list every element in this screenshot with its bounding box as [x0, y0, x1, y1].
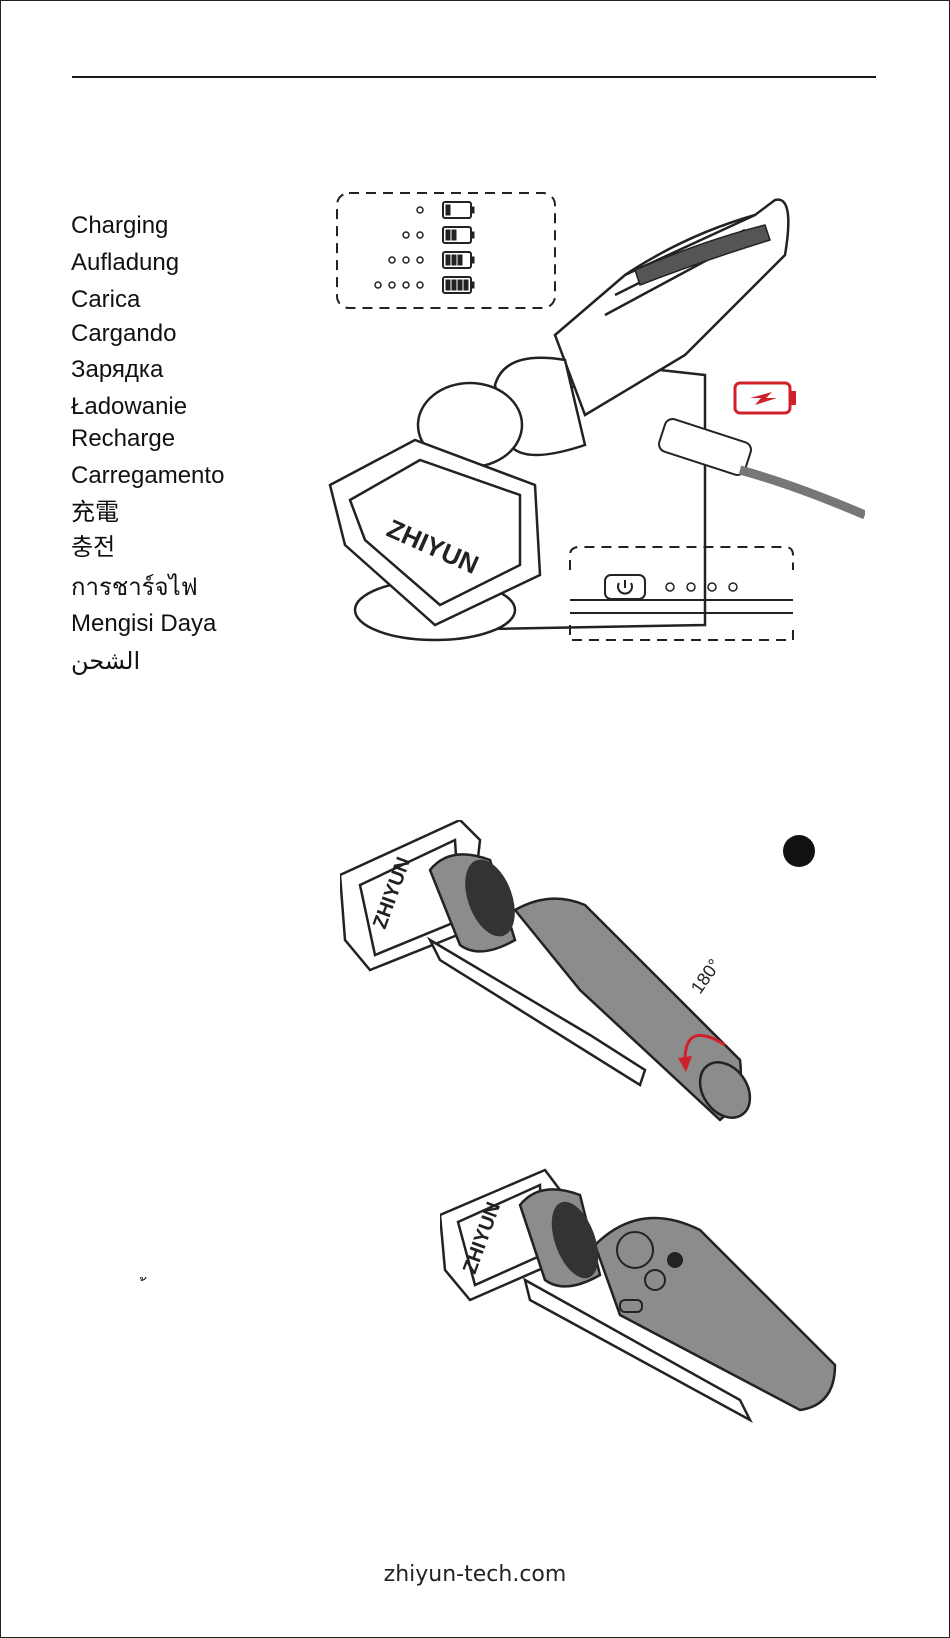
status-led-dot [729, 583, 737, 591]
battery-level-bar [446, 205, 450, 215]
heading-it: Carica [71, 286, 140, 314]
battery-level-bar [458, 280, 462, 290]
heading-en: Charging [71, 212, 168, 240]
battery-tip [471, 257, 474, 263]
legend-dot [403, 232, 409, 238]
battery-level-bar [452, 230, 456, 240]
legend-dot [417, 257, 423, 263]
legend-dot [403, 257, 409, 263]
legend-dot [375, 282, 381, 288]
heading-ja: 充電 [71, 499, 119, 527]
legend-dot [403, 282, 409, 288]
battery-level-bar [446, 255, 450, 265]
rotation-label: 180° [687, 955, 725, 997]
mode-button-icon [645, 1270, 665, 1290]
legend-dot [417, 232, 423, 238]
battery-legend [375, 202, 474, 293]
heading-fr: Recharge [71, 425, 175, 453]
heading-pt: Carregamento [71, 462, 224, 490]
status-led-dot [708, 583, 716, 591]
heading-es: Cargando [71, 320, 176, 348]
heading-id: Mengisi Daya [71, 610, 216, 638]
legend-dot [417, 207, 423, 213]
zoom-switch-icon [620, 1300, 642, 1312]
heading-ru: Зарядка [71, 356, 163, 384]
heading-de: Aufladung [71, 249, 179, 277]
battery-level-bar [452, 255, 456, 265]
charging-illustration: ZHIYUN [325, 185, 865, 685]
top-divider [72, 76, 876, 78]
battery-tip [471, 232, 474, 238]
step-marker [783, 835, 815, 867]
heading-th: การชาร์จไฟ [71, 574, 198, 602]
heading-pl: Ładowanie [71, 393, 187, 421]
folded-gimbal-illustration: ZHIYUN [440, 1140, 860, 1470]
footer-url: zhiyun-tech.com [0, 1562, 950, 1587]
power-icon [605, 575, 645, 599]
legend-dot [389, 282, 395, 288]
heading-ko: 충전 [71, 534, 115, 562]
battery-level-bar [464, 280, 468, 290]
record-button-icon [668, 1253, 682, 1267]
battery-level-bar [452, 280, 456, 290]
legend-dot [389, 257, 395, 263]
battery-level-bar [446, 230, 450, 240]
legend-dot [417, 282, 423, 288]
charging-battery-icon [735, 383, 796, 413]
rotation-illustration: ZHIYUN 180° [340, 820, 870, 1180]
joystick-icon [617, 1232, 653, 1268]
battery-level-bar [458, 255, 462, 265]
usb-cable [740, 470, 865, 515]
battery-tip [471, 207, 474, 213]
battery-tip [471, 282, 474, 288]
battery-level-bar [446, 280, 450, 290]
heading-ar: الشحن [71, 648, 140, 676]
